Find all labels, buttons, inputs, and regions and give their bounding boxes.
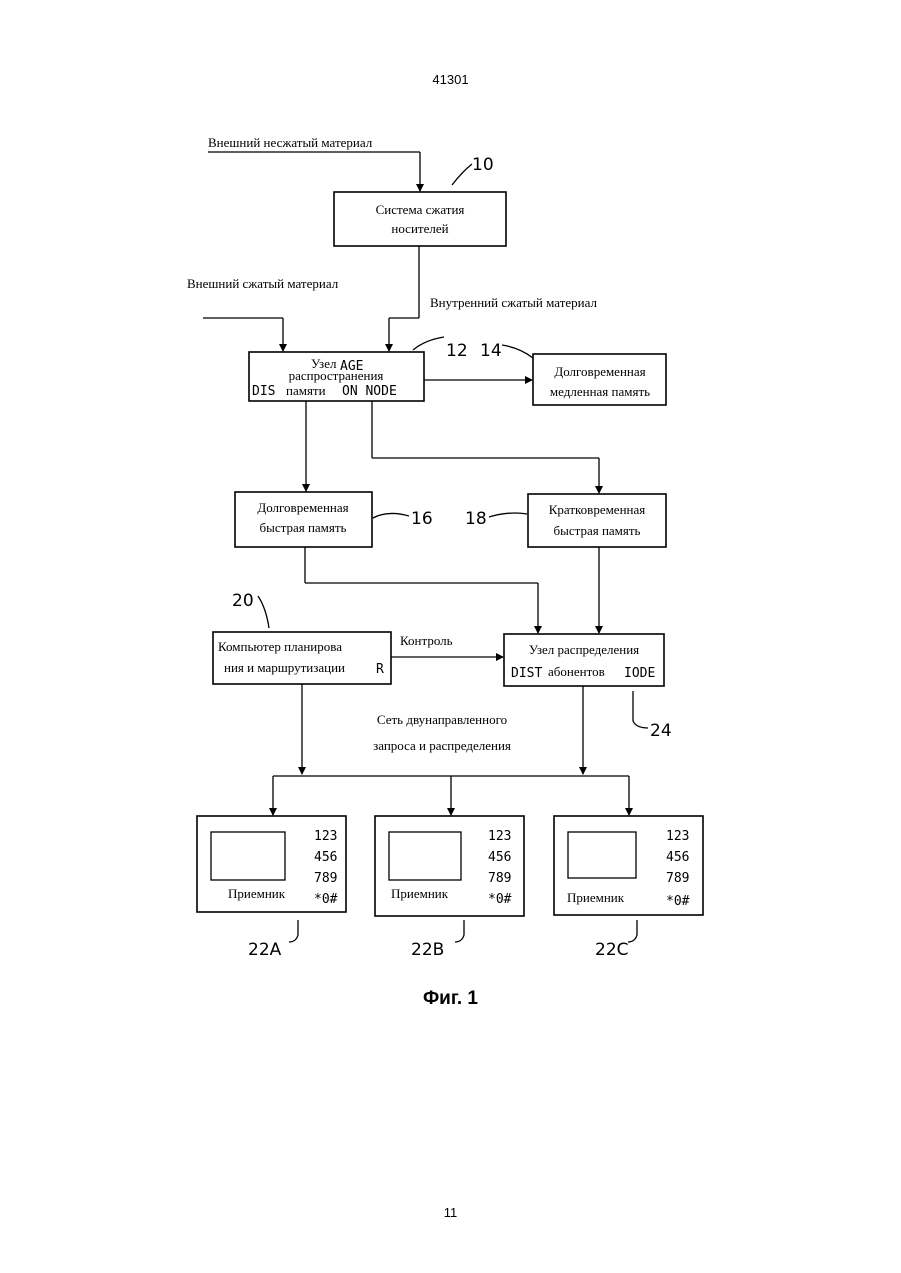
box24-line1: Узел распределения [529, 642, 639, 657]
ref-22a: 22A [248, 940, 282, 960]
box12-line3-mid: памяти [286, 383, 326, 398]
control-label: Контроль [400, 633, 453, 648]
box20-line2-end: R [376, 662, 384, 677]
receiver-c-keys-row4: *0# [666, 894, 690, 909]
receiver-c-label: Приемник [567, 890, 625, 905]
box20-line1: Компьютер планирова [218, 639, 342, 654]
box24-line2-mid: абонентов [548, 664, 605, 679]
receiver-b-keys-row2: 456 [488, 850, 511, 865]
media-compression-box [334, 192, 506, 246]
internal-compressed-label: Внутренний сжатый материал [430, 295, 597, 310]
receiver-a-keys-row4: *0# [314, 892, 338, 907]
ref-18: 18 [465, 509, 487, 529]
network-label-line2: запроса и распределения [373, 738, 511, 753]
receiver-b-keys-row4: *0# [488, 892, 512, 907]
receiver-c-keys-row1: 123 [666, 829, 689, 844]
ref-22c: 22C [595, 940, 629, 960]
box20-line2: ния и маршрутизации [224, 660, 345, 675]
box24-line2-start: DIST [511, 666, 542, 681]
external-uncompressed-label: Внешний несжатый материал [208, 135, 373, 150]
box16-line2: быстрая память [259, 520, 346, 535]
receiver-b-keys-row3: 789 [488, 871, 511, 886]
ref-10: 10 [472, 155, 494, 175]
box12-line2: распространения [289, 368, 384, 383]
box16-line1: Долговременная [257, 500, 348, 515]
ref-20: 20 [232, 591, 254, 611]
box18-line2: быстрая память [553, 523, 640, 538]
box24-line2-end: IODE [624, 666, 655, 681]
box12-line3-end: ON NODE [342, 384, 397, 399]
box12-line3-start: DIS [252, 384, 275, 399]
ref-24: 24 [650, 721, 672, 741]
box14-line2: медленная память [550, 384, 650, 399]
box10-line2: носителей [391, 221, 448, 236]
receiver-a-keys-row2: 456 [314, 850, 337, 865]
page-number-bottom: 11 [0, 1205, 901, 1220]
ref-22b: 22B [411, 940, 444, 960]
receiver-a-label: Приемник [228, 886, 286, 901]
external-compressed-label: Внешний сжатый материал [187, 276, 339, 291]
receiver-c-keys-row3: 789 [666, 871, 689, 886]
receiver-a-keys-row1: 123 [314, 829, 337, 844]
figure-caption: Фиг. 1 [0, 988, 901, 1010]
receiver-b-label: Приемник [391, 886, 449, 901]
ref-12: 12 [446, 341, 468, 361]
receiver-b-keys-row1: 123 [488, 829, 511, 844]
box10-line1: Система сжатия [376, 202, 465, 217]
network-label-line1: Сеть двунаправленного [377, 712, 507, 727]
box18-line1: Кратковременная [549, 502, 646, 517]
ref-16: 16 [411, 509, 433, 529]
ref-14: 14 [480, 341, 502, 361]
receiver-c-keys-row2: 456 [666, 850, 689, 865]
box14-line1: Долговременная [554, 364, 645, 379]
receiver-a-keys-row3: 789 [314, 871, 337, 886]
